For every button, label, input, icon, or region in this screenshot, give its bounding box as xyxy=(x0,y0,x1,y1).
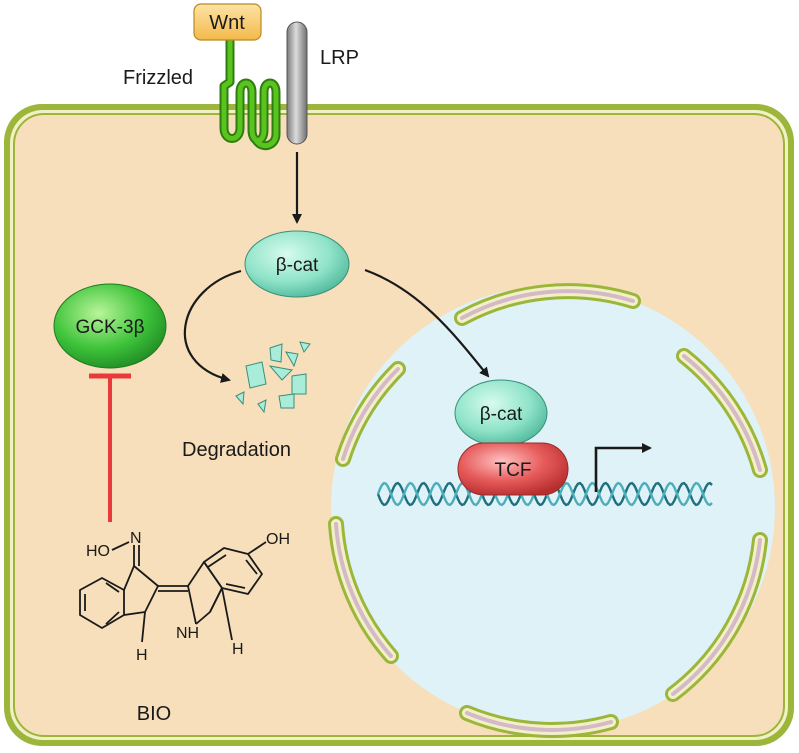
gck-3beta-label: GCK-3β xyxy=(76,317,145,338)
bio-label: BIO xyxy=(137,703,171,725)
arrow-beta-cat-to-degradation xyxy=(183,269,242,383)
gck-3beta xyxy=(53,283,167,369)
bio-h-right-label: H xyxy=(232,641,244,658)
beta-catenin-cytoplasm xyxy=(244,230,350,298)
bio-oh-label: OH xyxy=(266,531,290,548)
wnt-ligand xyxy=(193,3,262,41)
degradation-fragments xyxy=(235,341,311,414)
degradation-label: Degradation xyxy=(182,439,291,461)
beta-catenin-cytoplasm-label: β-cat xyxy=(276,255,319,276)
bio-structure xyxy=(79,541,267,643)
wnt-label: Wnt xyxy=(209,12,245,34)
lrp-receptor xyxy=(286,21,308,145)
nuclear-envelope xyxy=(328,283,768,738)
bio-h-left-label: H xyxy=(136,647,148,664)
bio-n-label: N xyxy=(130,530,142,547)
transcription-arrow xyxy=(594,443,652,492)
bio-ho-label: HO xyxy=(86,543,110,560)
nucleus xyxy=(328,283,775,738)
nucleoplasm xyxy=(331,286,775,730)
tcf xyxy=(457,442,569,496)
tcf-label: TCF xyxy=(495,460,532,481)
frizzled-label: Frizzled xyxy=(123,67,193,89)
beta-catenin-nucleus-label: β-cat xyxy=(480,404,523,425)
bio-nh-label: NH xyxy=(176,625,199,642)
arrow-beta-cat-to-nucleus xyxy=(364,268,490,378)
lrp-label: LRP xyxy=(320,47,359,69)
frizzled-receptor-fill xyxy=(221,37,279,149)
